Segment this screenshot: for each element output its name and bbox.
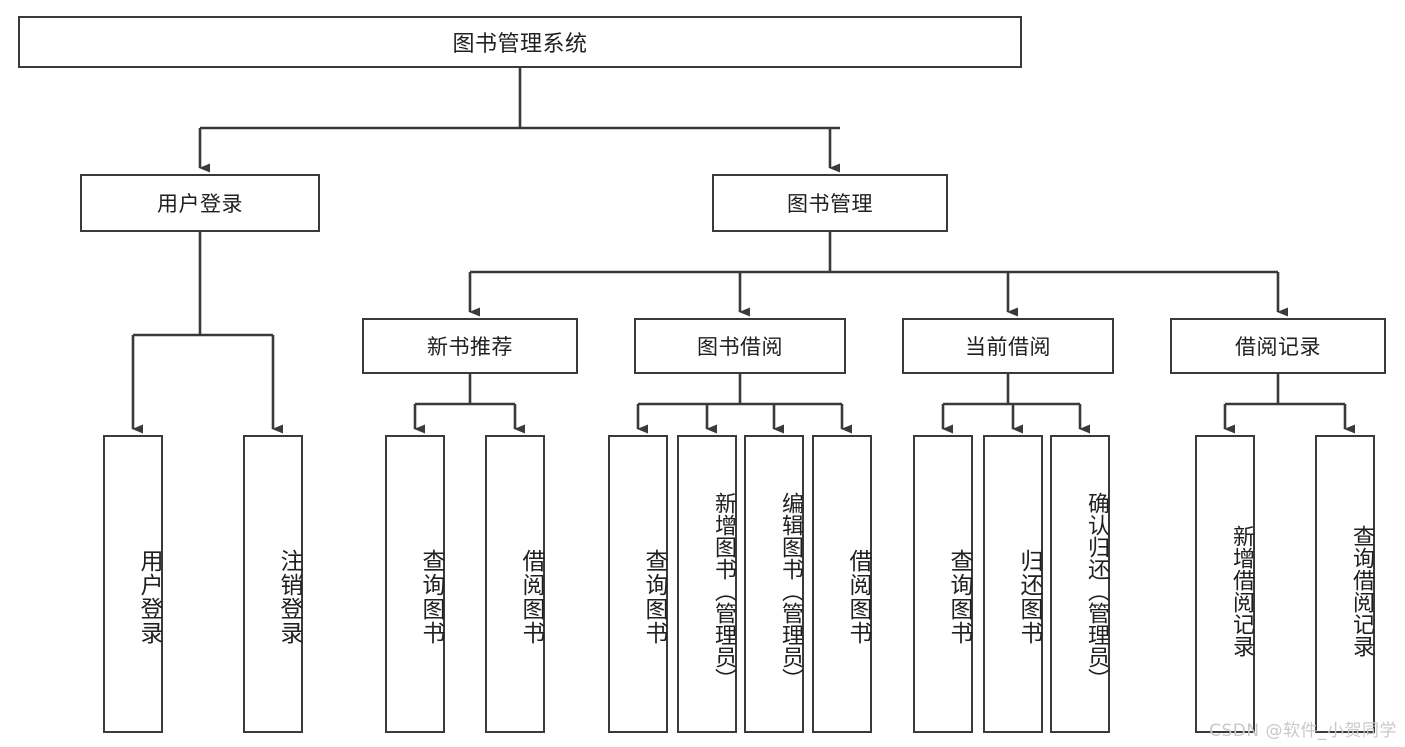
- node-new-book-recommendation[interactable]: 新书推荐: [362, 318, 578, 374]
- node-leaf-query-book-current[interactable]: 查询图书: [913, 435, 973, 733]
- node-leaf-borrow-book-recommend[interactable]: 借阅图书: [485, 435, 545, 733]
- node-leaf-add-borrow-record[interactable]: 新增借阅记录: [1195, 435, 1255, 733]
- node-current-borrowing[interactable]: 当前借阅: [902, 318, 1114, 374]
- node-leaf-return-book[interactable]: 归还图书: [983, 435, 1043, 733]
- node-leaf-query-book-borrow[interactable]: 查询图书: [608, 435, 668, 733]
- node-leaf-borrow-book[interactable]: 借阅图书: [812, 435, 872, 733]
- node-leaf-confirm-return-admin[interactable]: 确认归还（管理员）: [1050, 435, 1110, 733]
- node-book-management-system[interactable]: 图书管理系统: [18, 16, 1022, 68]
- node-book-management[interactable]: 图书管理: [712, 174, 948, 232]
- node-book-borrowing[interactable]: 图书借阅: [634, 318, 846, 374]
- node-leaf-add-book-admin[interactable]: 新增图书（管理员）: [677, 435, 737, 733]
- node-leaf-query-borrow-record[interactable]: 查询借阅记录: [1315, 435, 1375, 733]
- csdn-watermark: CSDN @软件_小贺同学: [1209, 721, 1397, 741]
- node-leaf-user-login[interactable]: 用户登录: [103, 435, 163, 733]
- node-user-login[interactable]: 用户登录: [80, 174, 320, 232]
- node-borrowing-record[interactable]: 借阅记录: [1170, 318, 1386, 374]
- node-leaf-edit-book-admin[interactable]: 编辑图书（管理员）: [744, 435, 804, 733]
- node-leaf-logout[interactable]: 注销登录: [243, 435, 303, 733]
- node-leaf-query-book-recommend[interactable]: 查询图书: [385, 435, 445, 733]
